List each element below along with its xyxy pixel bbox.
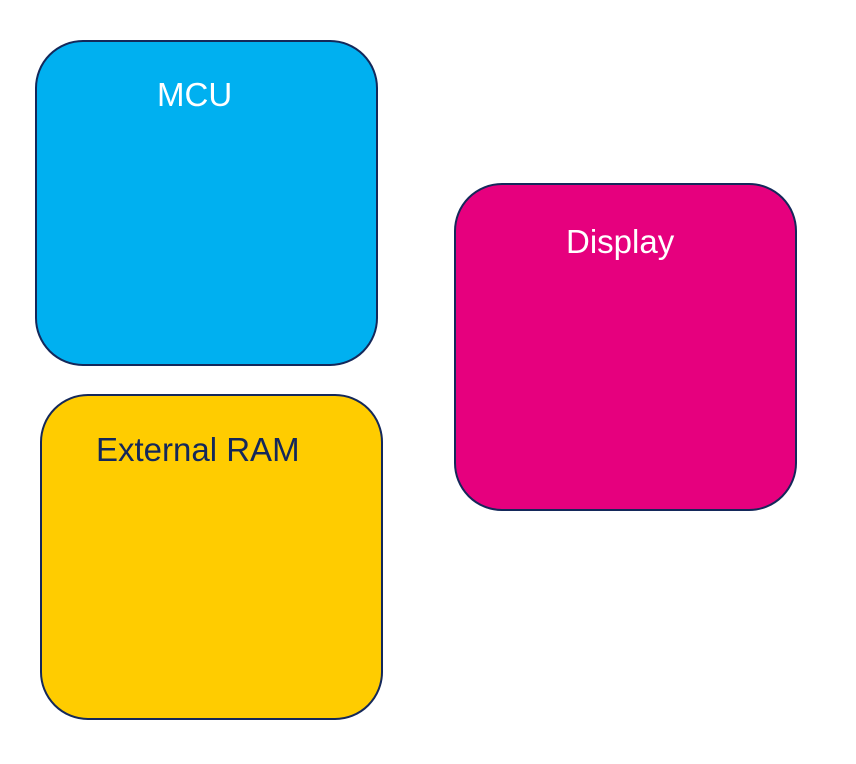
mcu-label: MCU <box>157 76 233 113</box>
external-ram-block: External RAM <box>40 394 383 720</box>
display-block: Display <box>454 183 797 511</box>
mcu-block: MCU <box>35 40 378 366</box>
external-ram-label: External RAM <box>96 431 300 468</box>
display-label: Display <box>566 223 675 260</box>
